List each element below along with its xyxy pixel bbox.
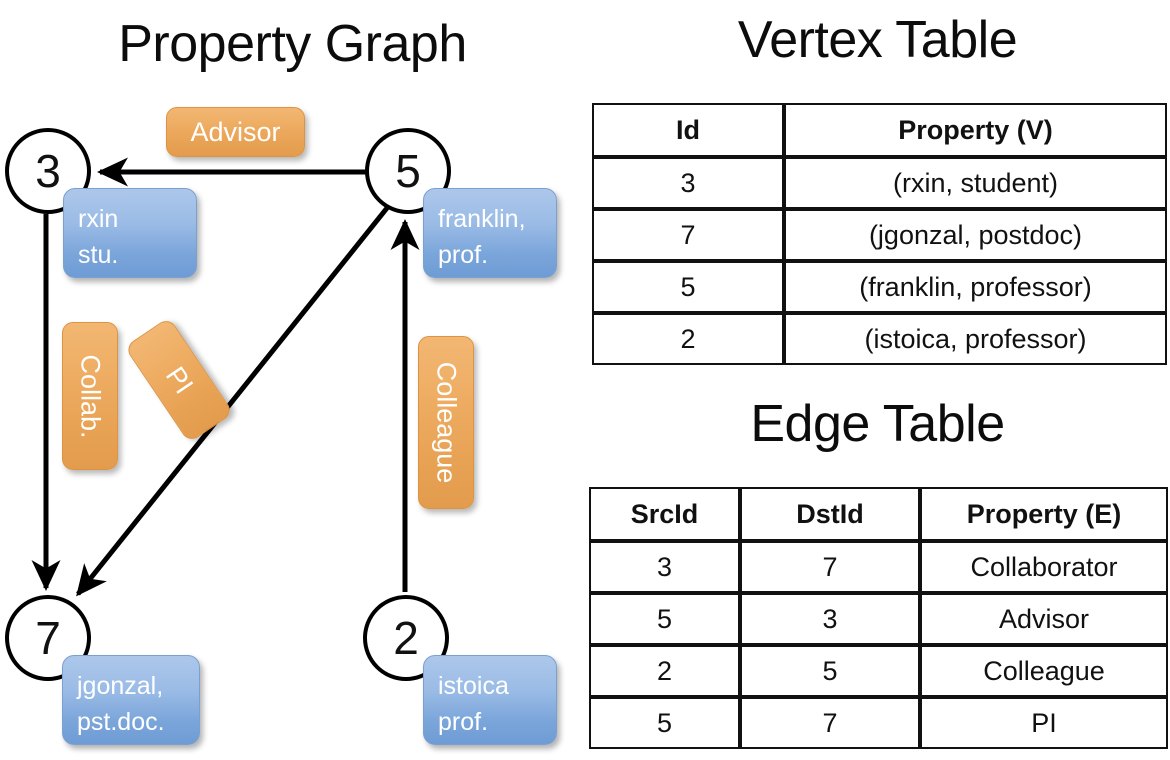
graph-node-3-label: 3 xyxy=(35,145,61,197)
edge-cell-srcid: 5 xyxy=(589,593,740,645)
vertex-property-box-5-line1: franklin, xyxy=(438,205,526,233)
vertex-property-box-2-line2: prof. xyxy=(438,707,489,736)
edge-cell-dstid: 7 xyxy=(740,541,920,593)
vertex-table-header-row: Id Property (V) xyxy=(592,103,1167,157)
edge-label-colleague: Colleague xyxy=(418,336,474,509)
vertex-table: Id Property (V) 3 (rxin, student) 7 (jgo… xyxy=(592,103,1167,365)
edge-table-header-dstid: DstId xyxy=(740,487,920,541)
vertex-property-box-3: rxin stu. xyxy=(63,188,197,278)
vertex-cell-property: (rxin, student) xyxy=(784,157,1167,209)
page-title-edge-table: Edge Table xyxy=(750,395,1005,453)
graph-node-2-label: 2 xyxy=(393,612,419,664)
vertex-cell-id: 2 xyxy=(592,313,784,365)
vertex-property-box-3-line2: stu. xyxy=(78,240,119,269)
edge-cell-dstid: 3 xyxy=(740,593,920,645)
vertex-table-header-property: Property (V) xyxy=(784,103,1167,157)
edge-cell-property: Colleague xyxy=(920,645,1168,697)
page-title-vertex-table: Vertex Table xyxy=(737,11,1018,69)
edge-label-collab: Collab. xyxy=(62,322,118,470)
edge-cell-srcid: 5 xyxy=(589,697,740,749)
table-row: 3 7 Collaborator xyxy=(589,541,1168,593)
vertex-cell-property: (istoica, professor) xyxy=(784,313,1167,365)
vertex-table-header-id: Id xyxy=(592,103,784,157)
table-row: 3 (rxin, student) xyxy=(592,157,1167,209)
edge-table: SrcId DstId Property (E) 3 7 Collaborato… xyxy=(589,487,1168,749)
edge-cell-dstid: 7 xyxy=(740,697,920,749)
graph-node-7-label: 7 xyxy=(35,612,61,664)
vertex-property-box-2-line1: istoica xyxy=(438,672,509,700)
edge-cell-srcid: 3 xyxy=(589,541,740,593)
edge-cell-property: Advisor xyxy=(920,593,1168,645)
vertex-cell-id: 5 xyxy=(592,261,784,313)
edge-cell-property: PI xyxy=(920,697,1168,749)
edge-table-header-row: SrcId DstId Property (E) xyxy=(589,487,1168,541)
vertex-cell-id: 3 xyxy=(592,157,784,209)
graph-node-5: 5 xyxy=(365,128,451,214)
edge-label-pi-text: PI xyxy=(159,360,199,399)
edge-cell-srcid: 2 xyxy=(589,645,740,697)
edge-cell-property: Collaborator xyxy=(920,541,1168,593)
table-row: 2 (istoica, professor) xyxy=(592,313,1167,365)
vertex-property-box-7-line1: jgonzal, xyxy=(77,672,164,700)
edge-label-advisor: Advisor xyxy=(166,107,305,157)
table-row: 5 3 Advisor xyxy=(589,593,1168,645)
graph-node-2: 2 xyxy=(363,595,449,681)
page-title-property-graph: Property Graph xyxy=(118,15,467,73)
property-graph-diagram: Advisor Collab. PI Colleague rxin stu. f… xyxy=(5,107,557,745)
vertex-property-box-7-line2: pst.doc. xyxy=(77,707,165,736)
vertex-property-box-5: franklin, prof. xyxy=(423,188,557,278)
edge-cell-dstid: 5 xyxy=(740,645,920,697)
vertex-property-box-5-line2: prof. xyxy=(438,240,489,269)
edge-table-header-property: Property (E) xyxy=(920,487,1168,541)
table-row: 2 5 Colleague xyxy=(589,645,1168,697)
vertex-cell-property: (jgonzal, postdoc) xyxy=(784,209,1167,261)
graph-edges-svg xyxy=(31,157,420,597)
table-row: 5 7 PI xyxy=(589,697,1168,749)
table-row: 5 (franklin, professor) xyxy=(592,261,1167,313)
vertex-property-box-2: istoica prof. xyxy=(423,655,557,745)
vertex-cell-id: 7 xyxy=(592,209,784,261)
edge-label-advisor-text: Advisor xyxy=(190,116,281,147)
edge-5-to-7 xyxy=(76,201,393,597)
graph-node-5-label: 5 xyxy=(395,145,421,197)
vertex-property-box-3-line1: rxin xyxy=(78,205,119,233)
edge-table-header-srcid: SrcId xyxy=(589,487,740,541)
edge-label-collab-text: Collab. xyxy=(75,353,106,439)
table-row: 7 (jgonzal, postdoc) xyxy=(592,209,1167,261)
edge-label-colleague-text: Colleague xyxy=(431,361,462,484)
vertex-cell-property: (franklin, professor) xyxy=(784,261,1167,313)
vertex-property-box-7: jgonzal, pst.doc. xyxy=(62,655,200,745)
